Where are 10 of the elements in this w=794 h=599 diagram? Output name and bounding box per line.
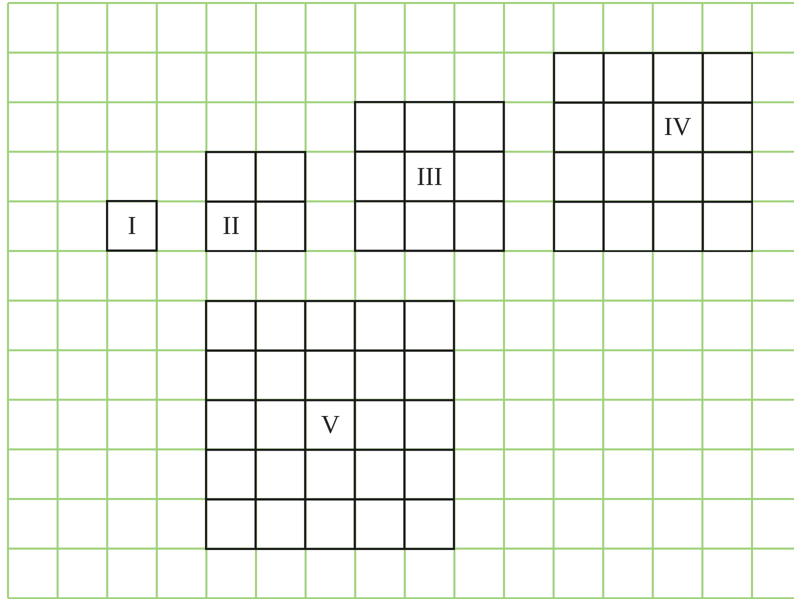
figure-label: V [321,412,340,438]
figure-label: IV [664,114,692,140]
figure-label: II [222,213,240,240]
square-grid-figure [552,52,753,252]
square-grid-figure [205,150,307,252]
square-grid-figure [354,101,505,252]
square-grid-figure [205,300,456,550]
figure-label: III [416,164,443,190]
figure-label: I [128,213,136,240]
square-grid-figure [106,200,158,252]
